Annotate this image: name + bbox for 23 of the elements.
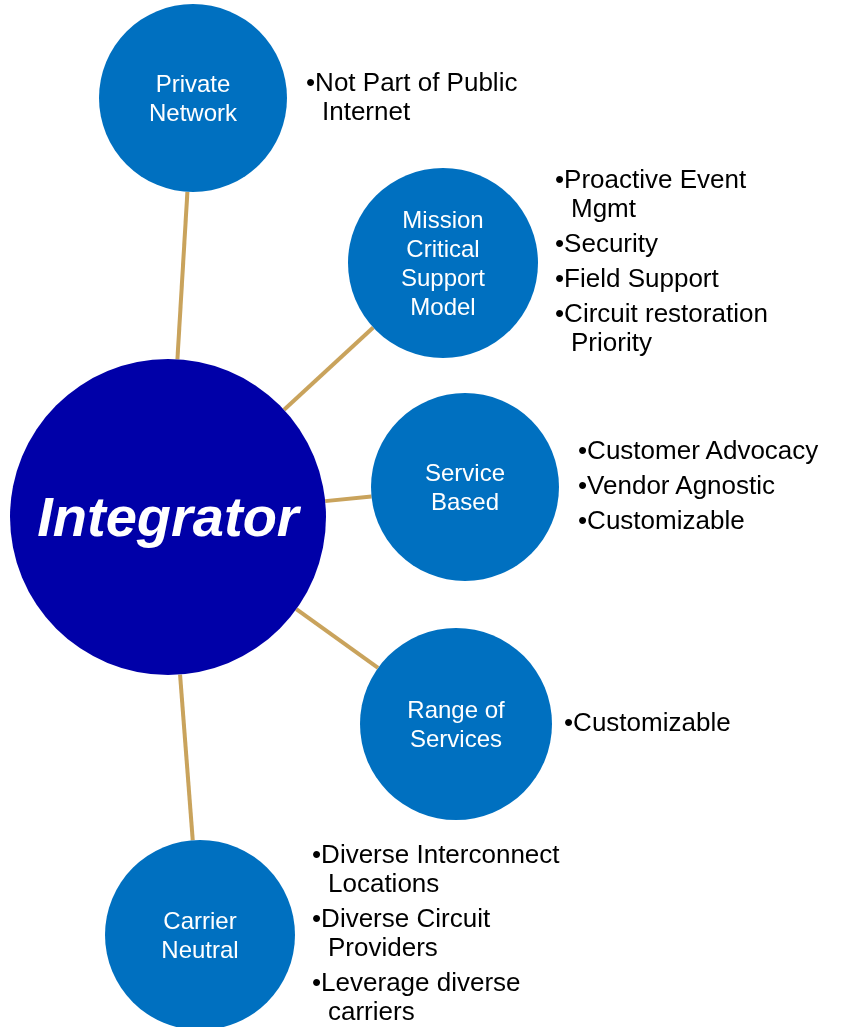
bullet-point: •Customer Advocacy: [578, 436, 820, 465]
bullet-point: •Security: [555, 229, 660, 258]
bullet-point: •Customizable: [578, 506, 746, 535]
bullet-point: •Proactive Event Mgmt: [555, 165, 748, 223]
connector-line: [175, 191, 190, 360]
bullet-point: •Diverse Circuit Providers: [312, 904, 492, 962]
node-label: Mission Critical Support Model: [399, 205, 487, 321]
node-label: Integrator: [36, 485, 302, 549]
connector-line: [325, 494, 372, 504]
connector-line: [295, 607, 380, 670]
bullet-point: •Diverse Interconnect Locations: [312, 840, 561, 898]
bullet-point: •Not Part of Public Internet: [306, 68, 519, 126]
node-label: Range of Services: [406, 695, 506, 753]
connector-line: [282, 326, 375, 412]
connector-line: [178, 674, 195, 841]
bullet-point: •Field Support: [555, 264, 720, 293]
node-label: Private Network: [148, 69, 238, 127]
node-label: Service Based: [424, 458, 506, 516]
bullet-point: •Circuit restoration Priority: [555, 299, 769, 357]
bullet-point: •Vendor Agnostic: [578, 471, 777, 500]
node-label: Carrier Neutral: [160, 906, 240, 964]
bullet-point: •Leverage diverse carriers: [312, 968, 522, 1026]
bullet-point: •Customizable: [564, 708, 732, 737]
